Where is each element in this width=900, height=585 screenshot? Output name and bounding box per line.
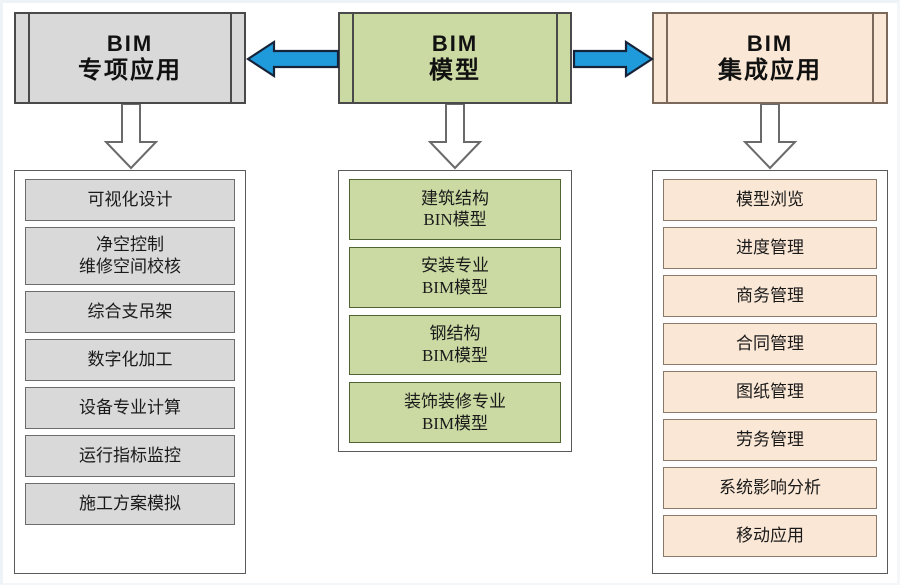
list-item[interactable]: 系统影响分析 (663, 467, 877, 509)
list-item[interactable]: 可视化设计 (25, 179, 235, 221)
header-left-title-line1: BIM (106, 30, 154, 56)
list-item[interactable]: 进度管理 (663, 227, 877, 269)
list-item[interactable]: 设备专业计算 (25, 387, 235, 429)
header-middle-inner-rule-left (352, 14, 354, 102)
list-item[interactable]: 建筑结构 BIN模型 (349, 179, 561, 240)
list-item[interactable]: 综合支吊架 (25, 291, 235, 333)
list-item[interactable]: 模型浏览 (663, 179, 877, 221)
header-left-inner-rule-right (230, 14, 232, 102)
list-item[interactable]: 装饰装修专业 BIM模型 (349, 382, 561, 443)
group-integrated-application-list: 模型浏览 进度管理 商务管理 合同管理 图纸管理 劳务管理 系统影响分析 移动应… (652, 170, 888, 574)
list-item[interactable]: 钢结构 BIM模型 (349, 314, 561, 376)
header-left-title-line2: 专项应用 (78, 56, 182, 84)
header-box-bim-integrated-application[interactable]: BIM 集成应用 (652, 12, 888, 104)
header-left-inner-rule-left (28, 14, 30, 102)
list-item[interactable]: 安装专业 BIM模型 (349, 246, 561, 308)
list-item[interactable]: 施工方案模拟 (25, 483, 235, 525)
group-special-application-list: 可视化设计 净空控制 维修空间校核 综合支吊架 数字化加工 设备专业计算 运行指… (14, 170, 246, 574)
arrow-left-icon (246, 39, 340, 79)
arrow-down-right-icon (742, 104, 798, 170)
header-box-bim-special-application[interactable]: BIM 专项应用 (14, 12, 246, 104)
list-item[interactable]: 数字化加工 (25, 339, 235, 381)
header-middle-title-line2: 模型 (429, 56, 481, 84)
header-middle-title-line1: BIM (431, 30, 479, 56)
header-right-title-line2: 集成应用 (718, 56, 822, 84)
header-right-title-line1: BIM (746, 30, 794, 56)
header-box-bim-model[interactable]: BIM 模型 (338, 12, 572, 104)
group-model-list: 建筑结构 BIN模型 安装专业 BIM模型 钢结构 BIM模型 装饰装修专业 B… (338, 170, 572, 452)
list-item[interactable]: 运行指标监控 (25, 435, 235, 477)
arrow-right-icon (572, 39, 654, 79)
list-item[interactable]: 移动应用 (663, 515, 877, 557)
arrow-down-middle-icon (427, 104, 483, 170)
list-item[interactable]: 劳务管理 (663, 419, 877, 461)
header-middle-inner-rule-right (556, 14, 558, 102)
header-right-inner-rule-left (666, 14, 668, 102)
header-right-inner-rule-right (872, 14, 874, 102)
arrow-down-left-icon (103, 104, 159, 170)
list-item[interactable]: 净空控制 维修空间校核 (25, 227, 235, 285)
list-item[interactable]: 商务管理 (663, 275, 877, 317)
list-item[interactable]: 合同管理 (663, 323, 877, 365)
list-item[interactable]: 图纸管理 (663, 371, 877, 413)
